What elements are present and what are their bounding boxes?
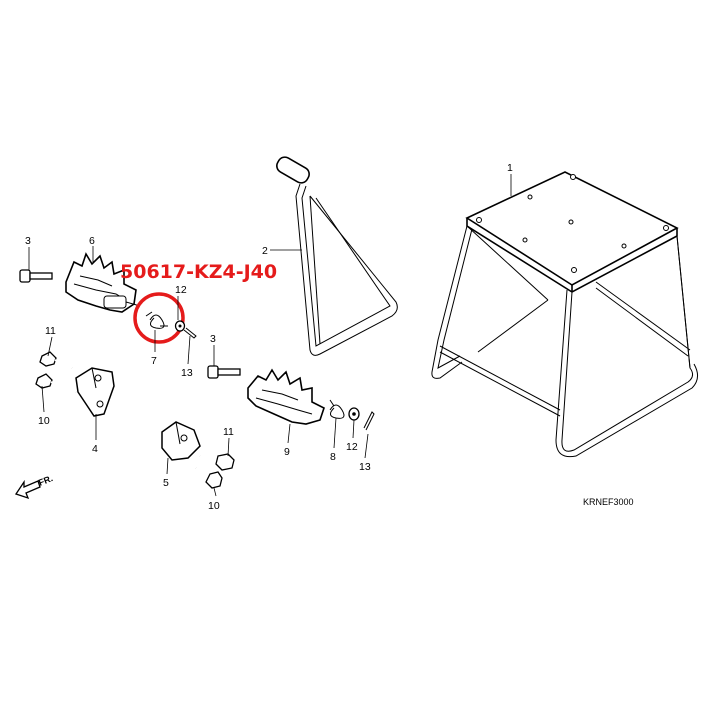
callout-12-right: 12: [346, 441, 358, 453]
callout-11-left: 11: [45, 325, 56, 337]
pin-3-left: [19, 269, 53, 283]
callout-7: 7: [151, 355, 157, 367]
cotter-pin-13-left: [183, 327, 197, 339]
callout-11-right: 11: [223, 426, 234, 438]
highlight-circle: [133, 292, 185, 344]
side-stand-illustration: [276, 156, 398, 356]
callout-5: 5: [163, 477, 169, 489]
direction-arrow-icon: FR.: [14, 473, 54, 500]
callout-3-left: 3: [25, 235, 31, 247]
bolt-10-right: [195, 467, 223, 489]
callout-1: 1: [507, 162, 513, 174]
callout-12-left: 12: [175, 284, 187, 296]
stand-illustration: [431, 171, 698, 458]
spring-7-illustration: [145, 311, 168, 329]
drawing-code: KRNEF3000: [583, 497, 634, 507]
callout-6: 6: [89, 235, 95, 247]
callout-2: 2: [262, 245, 268, 257]
callout-4: 4: [92, 443, 98, 455]
pin-3-right: [207, 365, 241, 379]
footpeg-left-illustration: [65, 252, 141, 313]
callout-13-left: 13: [181, 367, 193, 379]
callout-13-right: 13: [359, 461, 371, 473]
cotter-pin-13-right: [363, 411, 375, 431]
callout-10-right: 10: [208, 500, 220, 512]
callout-9: 9: [284, 446, 290, 458]
bolt-11-right: [199, 453, 235, 471]
callout-8: 8: [330, 451, 336, 463]
callout-10-left: 10: [38, 415, 50, 427]
footpeg-right-illustration: [247, 368, 325, 425]
part-number-label: 50617-KZ4-J40: [120, 261, 277, 283]
callout-3-right: 3: [210, 333, 216, 345]
spring-8-illustration: [329, 399, 345, 419]
bolt-10-left: [35, 373, 77, 393]
bracket-4-illustration: [75, 367, 115, 417]
bracket-5-illustration: [161, 421, 201, 461]
bolt-11-left: [39, 351, 73, 369]
direction-label: FR.: [37, 473, 54, 488]
leader-lines: [28, 174, 512, 497]
